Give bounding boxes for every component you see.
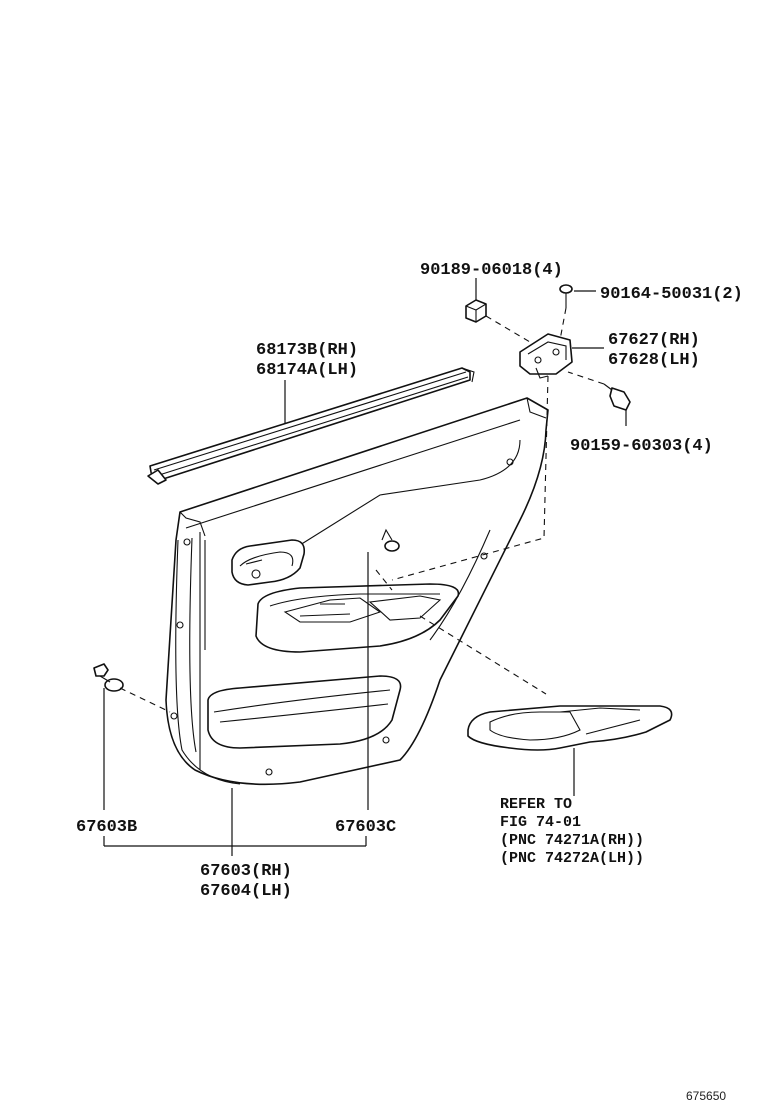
reference-note: REFER TO (500, 796, 572, 813)
reference-note: (PNC 74271A(RH)) (500, 832, 644, 849)
bracket-67627 (519, 333, 573, 379)
weatherstrip (147, 367, 475, 485)
screw-90159 (603, 383, 631, 411)
callout-c7: 67603C (335, 818, 396, 837)
callout-c3: 67627(RH) 67628(LH) (608, 331, 700, 370)
switch-base-74271a (467, 705, 673, 751)
part-number-label: 68174A(LH) (256, 361, 358, 380)
part-number-label: 90164-50031(2) (600, 285, 743, 304)
part-number-label: 67627(RH) (608, 331, 700, 350)
clip-nut-90189 (465, 299, 487, 323)
figure-number: 675650 (686, 1089, 726, 1103)
callout-c5: 68173B(RH) 68174A(LH) (256, 341, 358, 380)
part-number-label: 90189-06018(4) (420, 261, 563, 280)
callout-c2: 90164-50031(2) (600, 285, 743, 304)
leader-lines (103, 278, 627, 856)
part-number-label: 68173B(RH) (256, 341, 358, 360)
inside-handle-recess (231, 539, 306, 586)
armrest (255, 583, 460, 653)
callout-c9: REFER TO FIG 74-01 (PNC 74271A(RH)) (PNC… (500, 796, 644, 867)
callout-c8: 67603(RH) 67604(LH) (200, 862, 292, 901)
part-number-label: 67603C (335, 818, 396, 837)
reference-note: FIG 74-01 (500, 814, 581, 831)
part-number-label: 90159-60303(4) (570, 437, 713, 456)
part-number-label: 67603(RH) (200, 862, 292, 881)
reference-note: (PNC 74272A(LH)) (500, 850, 644, 867)
part-number-label: 67604(LH) (200, 882, 292, 901)
screw-90164 (559, 284, 573, 308)
callout-c6: 67603B (76, 818, 137, 837)
callout-c4: 90159-60303(4) (570, 437, 713, 456)
callout-c1: 90189-06018(4) (420, 261, 563, 280)
part-number-label: 67628(LH) (608, 351, 700, 370)
clip-67603b (93, 663, 124, 692)
clip-67603c (381, 528, 400, 552)
part-number-label: 67603B (76, 818, 137, 837)
